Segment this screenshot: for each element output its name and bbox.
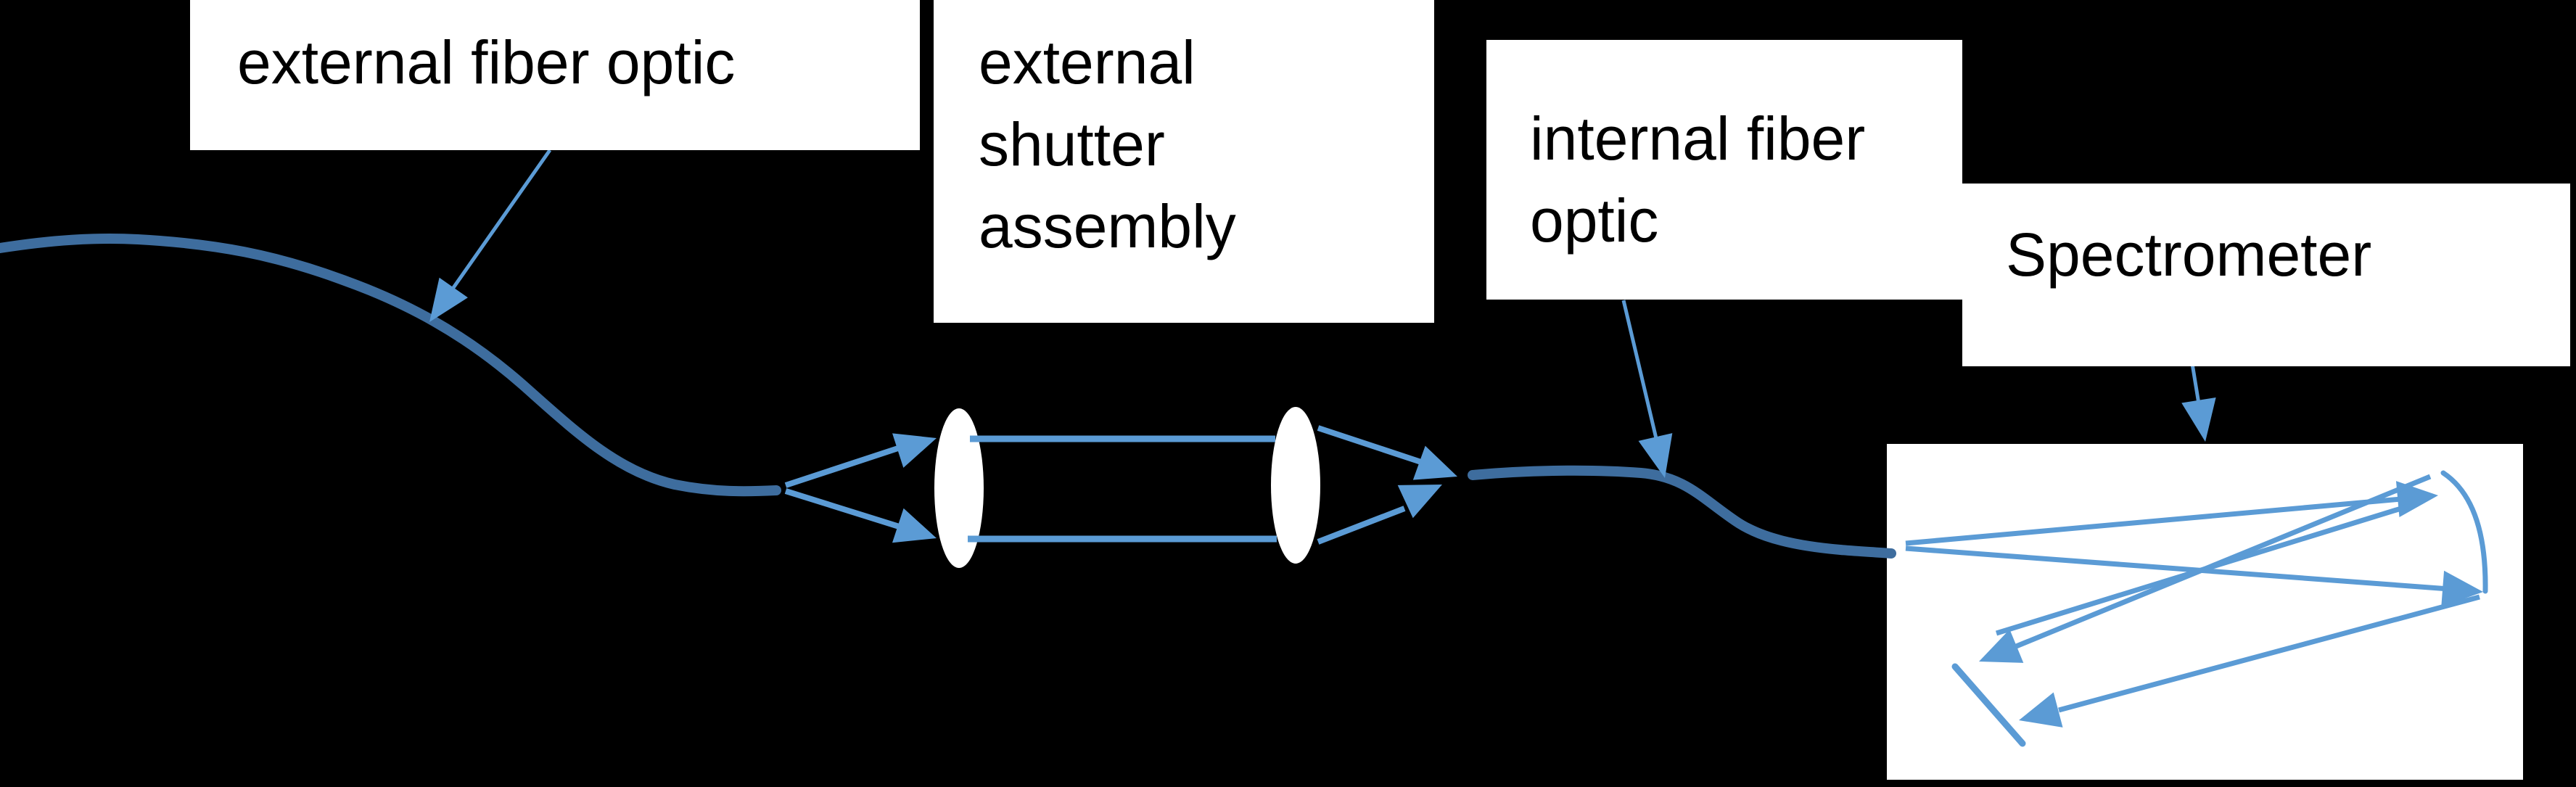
converging-beam-lower bbox=[1317, 506, 1406, 545]
ray-entry-to-right-mirror bbox=[1905, 545, 2450, 592]
ray-grating-to-top-mirror bbox=[1995, 502, 2414, 636]
ray-entry-to-top-mirror bbox=[1905, 496, 2402, 546]
collimating-lens-left bbox=[934, 408, 984, 568]
diverging-beam-lower bbox=[784, 488, 908, 532]
arrowhead-icon bbox=[892, 508, 937, 543]
arrowhead-icon bbox=[1412, 445, 1457, 480]
external-fiber-cable-curve bbox=[0, 234, 781, 497]
label-text: internal fiber bbox=[1530, 104, 1866, 173]
label-text: Spectrometer bbox=[2006, 221, 2372, 289]
label-text: assembly bbox=[979, 192, 1236, 260]
arrowhead-icon bbox=[892, 433, 937, 468]
ray-right-mirror-to-detector bbox=[2058, 594, 2480, 713]
label-internal-fiber-optic: internal fiber optic bbox=[1486, 40, 1962, 300]
pointer-line-external-fiber bbox=[440, 149, 552, 305]
arrowhead-icon bbox=[2441, 570, 2483, 607]
collimating-lens-right bbox=[1271, 407, 1320, 564]
internal-fiber-cable-curve bbox=[1468, 465, 1896, 559]
arrowhead-icon bbox=[1979, 629, 2024, 663]
arrowhead-icon bbox=[2019, 692, 2063, 728]
arrowhead-icon bbox=[429, 277, 468, 322]
label-text: external bbox=[979, 28, 1196, 96]
label-external-shutter-assembly: external shutter assembly bbox=[934, 0, 1434, 323]
label-text: shutter bbox=[979, 110, 1165, 178]
label-text: external fiber optic bbox=[237, 28, 736, 96]
curved-mirror bbox=[2440, 470, 2488, 594]
label-text: optic bbox=[1530, 186, 1659, 255]
converging-beam-upper bbox=[1317, 425, 1425, 466]
arrowhead-icon bbox=[1638, 433, 1673, 478]
grating-plate bbox=[1951, 663, 2026, 747]
diverging-beam-upper bbox=[784, 443, 906, 488]
arrowhead-icon bbox=[1397, 485, 1442, 519]
label-external-fiber-optic: external fiber optic bbox=[190, 0, 920, 150]
label-spectrometer: Spectrometer bbox=[1962, 184, 2570, 366]
arrowhead-icon bbox=[2181, 397, 2216, 442]
pointer-line-internal-fiber bbox=[1621, 300, 1661, 448]
